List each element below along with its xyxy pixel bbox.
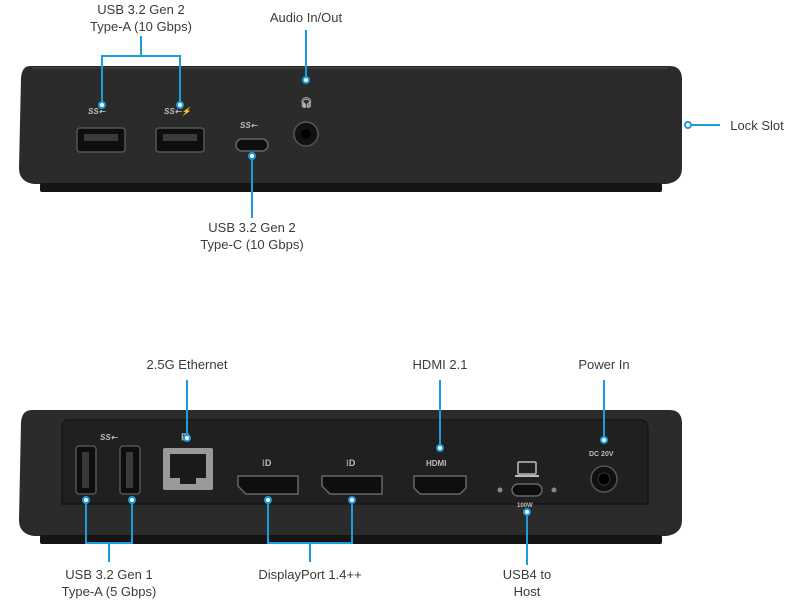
rear-displayport-1: ⁝D xyxy=(237,458,299,495)
rear-view: SS⇠ ⊞ ⁝D ⁝D HDMI 100W xyxy=(19,380,682,565)
svg-text:SS⇠⚡: SS⇠⚡ xyxy=(164,106,192,116)
rear-usb-a-label: USB 3.2 Gen 1 Type-A (5 Gbps) xyxy=(54,566,164,600)
rear-displayport-label-text: DisplayPort 1.4++ xyxy=(258,567,362,582)
rear-displayport-callout xyxy=(267,500,353,562)
front-usb-c-label-line1: USB 3.2 Gen 2 xyxy=(208,220,296,235)
front-usb-a-label-line2: Type-A (10 Gbps) xyxy=(90,19,192,34)
rear-displayport-callout-dot-1 xyxy=(264,496,272,504)
front-usb-a-callout-dot-2 xyxy=(176,101,184,109)
rear-ethernet-label: 2.5G Ethernet xyxy=(137,356,237,373)
front-usb-a-callout xyxy=(101,36,181,105)
rear-hdmi-port: HDMI xyxy=(413,459,467,495)
svg-text:⁝D: ⁝D xyxy=(262,458,272,468)
rear-usb4-label-line1: USB4 to xyxy=(502,567,552,582)
usb4-watt-text: 100W xyxy=(517,503,533,509)
rear-hdmi-label-text: HDMI 2.1 xyxy=(412,357,468,372)
rear-usb-a-label-line2: Type-A (5 Gbps) xyxy=(61,584,157,599)
rear-power-callout-dot xyxy=(600,436,608,444)
rear-dc-jack: DC 20V xyxy=(589,451,618,493)
svg-text:🎧︎: 🎧︎ xyxy=(300,97,313,109)
rear-power-label: Power In xyxy=(564,356,644,373)
svg-text:⁝D: ⁝D xyxy=(346,458,356,468)
lock-slot-callout-dot xyxy=(684,121,692,129)
front-dock-base xyxy=(40,183,662,192)
rear-displayport-2: ⁝D xyxy=(321,458,383,495)
rear-hdmi-callout-dot xyxy=(436,444,444,452)
rear-displayport-callout-dot-2 xyxy=(348,496,356,504)
front-usb-a-port-2: SS⇠⚡ xyxy=(155,106,205,153)
front-usb-c-label-line2: Type-C (10 Gbps) xyxy=(200,237,304,252)
front-dock-body xyxy=(19,66,682,184)
rear-usb-a-callout-dot-2 xyxy=(128,496,136,504)
front-usb-c-port: SS⇠ xyxy=(235,121,269,152)
front-audio-label-text: Audio In/Out xyxy=(269,10,343,25)
rear-ethernet-callout-dot xyxy=(183,434,191,442)
lock-slot-label: Lock Slot xyxy=(722,117,792,134)
front-view: SS⇠ SS⇠⚡ SS⇠ 🎧︎ xyxy=(19,30,720,218)
rear-displayport-label: DisplayPort 1.4++ xyxy=(250,566,370,583)
rear-ethernet-port: ⊞ xyxy=(163,432,213,490)
rear-usb-a-label-line1: USB 3.2 Gen 1 xyxy=(65,567,153,582)
rear-usb-a-callout xyxy=(85,500,133,562)
front-audio-label: Audio In/Out xyxy=(256,9,356,26)
rear-power-label-text: Power In xyxy=(578,357,630,372)
front-audio-callout-dot xyxy=(302,76,310,84)
rear-hdmi-label: HDMI 2.1 xyxy=(400,356,480,373)
hdmi-logo: HDMI xyxy=(426,459,446,468)
dc-text: DC 20V xyxy=(589,451,614,458)
rear-usb4-port: 100W xyxy=(497,461,557,509)
rear-ss-logo: SS⇠ xyxy=(100,433,119,442)
front-usb-a-label: USB 3.2 Gen 2 Type-A (10 Gbps) xyxy=(86,1,196,35)
rear-usb4-label-line2: Host xyxy=(513,584,541,599)
laptop-icon xyxy=(517,461,537,475)
rear-usb-a-callout-dot-1 xyxy=(82,496,90,504)
rear-usb4-label: USB4 to Host xyxy=(487,566,567,600)
front-usb-a-port-1: SS⇠ xyxy=(76,107,126,153)
svg-text:SS⇠: SS⇠ xyxy=(88,107,107,116)
rear-ethernet-label-text: 2.5G Ethernet xyxy=(146,357,228,372)
rear-usb-a-port-2 xyxy=(119,445,141,495)
front-usb-a-label-line1: USB 3.2 Gen 2 xyxy=(97,2,185,17)
front-audio-jack: 🎧︎ xyxy=(293,97,319,147)
front-usb-c-label: USB 3.2 Gen 2 Type-C (10 Gbps) xyxy=(196,219,308,253)
rear-usb4-callout-dot xyxy=(523,508,531,516)
svg-text:SS⇠: SS⇠ xyxy=(240,121,259,130)
rear-usb-a-port-1 xyxy=(75,445,97,495)
lock-slot-label-text: Lock Slot xyxy=(730,118,784,133)
front-usb-a-callout-dot-1 xyxy=(98,101,106,109)
front-usb-c-callout-dot xyxy=(248,152,256,160)
